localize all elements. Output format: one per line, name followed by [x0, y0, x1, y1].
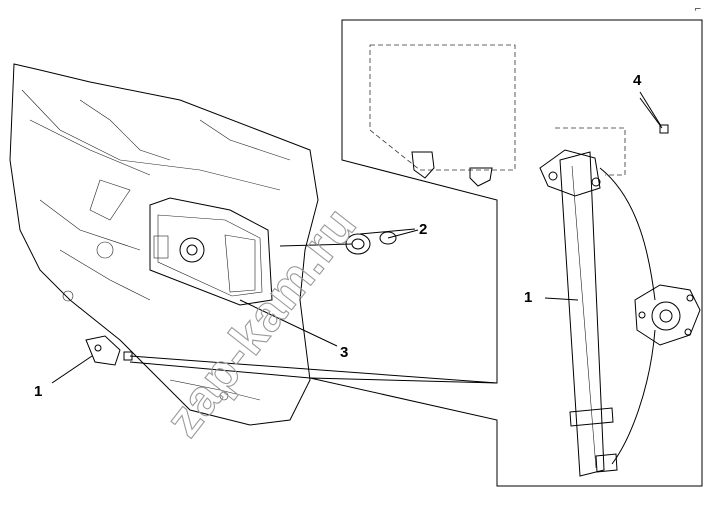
lower-bracket-part-1	[85, 335, 133, 366]
callout-1-left: 1	[34, 383, 42, 400]
callout-2: 2	[419, 221, 427, 238]
leader-3	[239, 299, 338, 347]
callout-4: 4	[633, 72, 642, 89]
detail-panel-outline	[309, 19, 703, 487]
regulator-rail	[539, 149, 618, 477]
leader-1-left	[51, 355, 93, 384]
callout-1-right: 1	[524, 289, 532, 306]
leader-4	[639, 91, 662, 127]
glass-clip-right	[469, 167, 493, 187]
glass-clip-left	[411, 151, 435, 179]
watermark: zap-kam.ru	[155, 196, 368, 446]
door-inner-panel	[9, 63, 319, 426]
regulator-cable	[599, 167, 656, 465]
glass-guide-dashed	[555, 127, 626, 176]
leader-bracket-to-panel	[129, 355, 498, 384]
leader-2	[279, 228, 419, 247]
glass-outline	[369, 44, 516, 171]
corner-mark: ⌐	[694, 5, 702, 15]
regulator-motor	[634, 284, 701, 346]
callout-3: 3	[340, 344, 348, 361]
clip-part-4	[639, 97, 669, 134]
leader-1-right	[544, 297, 579, 301]
